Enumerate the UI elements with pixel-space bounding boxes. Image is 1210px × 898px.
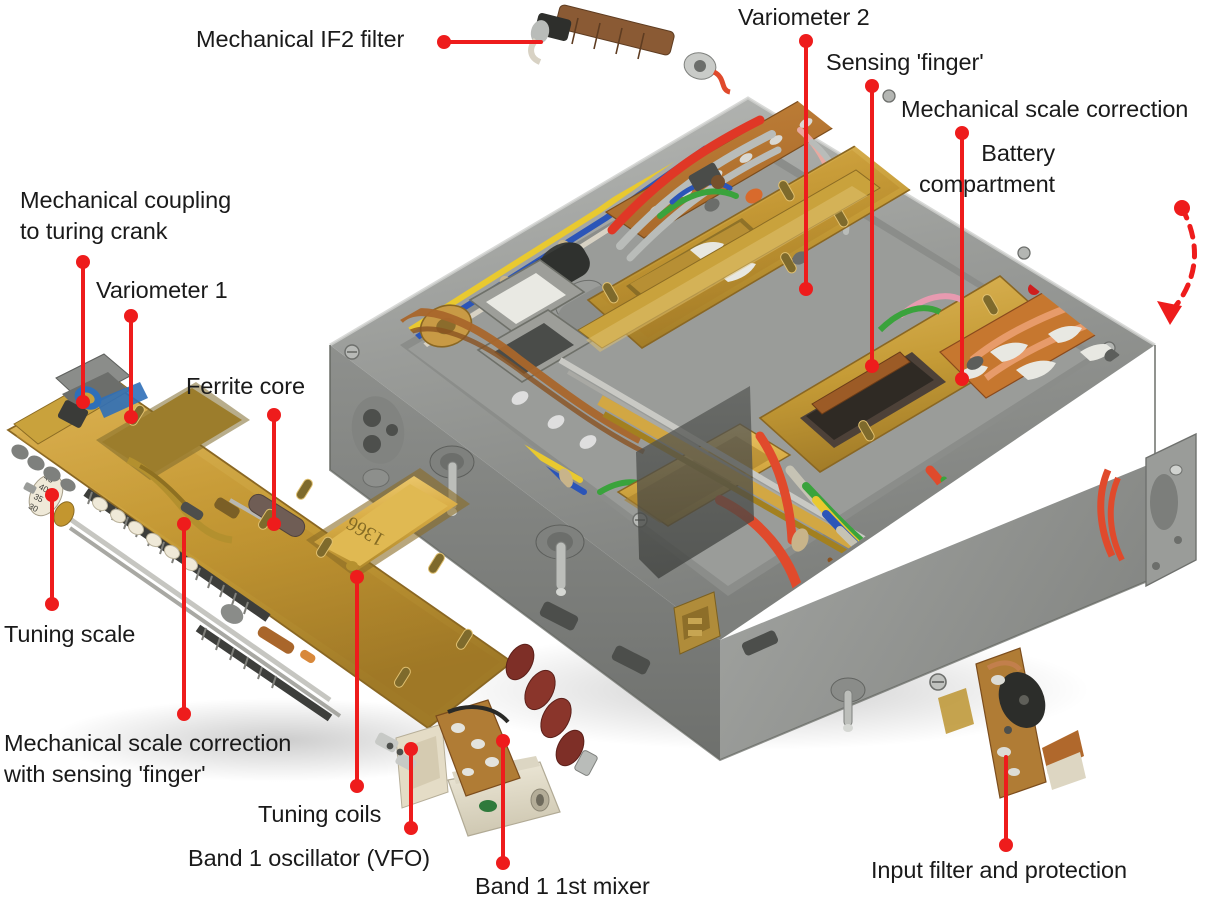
scale-correction-cam — [126, 456, 240, 544]
callout-label-mechanical-scale-correction-with-sensing-finger: Mechanical scale correction with sensing… — [4, 730, 292, 787]
callout-label-band-1-oscillator-vfo: Band 1 oscillator (VFO) — [188, 845, 430, 871]
band1-mixer-assembly — [375, 643, 598, 837]
svg-text:65: 65 — [1039, 485, 1053, 499]
brass-terminal-block — [673, 591, 721, 655]
chassis-front-face — [351, 396, 1197, 799]
counter-drum: 50 55 60 65 — [1019, 443, 1064, 499]
vfo-shadow — [50, 698, 510, 782]
svg-text:35: 35 — [32, 491, 45, 504]
callout-label-tuning-coils: Tuning coils — [258, 801, 382, 827]
right-end-plate — [1145, 432, 1197, 588]
callout-label-battery-compartment: Battery compartment — [918, 140, 1055, 197]
band1-vfo-module: 1366 — [6, 353, 598, 837]
callout-label-tuning-scale: Tuning scale — [4, 621, 136, 647]
callout-label-mechanical-if2-filter: Mechanical IF2 filter — [196, 26, 405, 52]
control-shaft-2 — [535, 524, 585, 596]
tubular-capacitors — [505, 643, 598, 776]
callout-label-mechanical-scale-correction: Mechanical scale correction — [901, 96, 1189, 122]
callout-label-input-filter-and-protection: Input filter and protection — [871, 857, 1127, 883]
svg-text:50: 50 — [1019, 448, 1033, 462]
lower-leadscrew — [195, 604, 333, 722]
tuning-coil-can: 1366 — [306, 468, 470, 578]
svg-text:55: 55 — [1026, 460, 1040, 474]
control-shaft-3 — [830, 677, 866, 732]
input-filter-board — [975, 647, 1086, 799]
callout-label-ferrite-core: Ferrite core — [186, 373, 305, 399]
mechanical-if2-filter-part — [528, 4, 731, 95]
edge-grommets — [11, 444, 76, 492]
callout-label-mechanical-coupling-to-tuning-crank: Mechanical coupling to turing crank — [20, 187, 232, 244]
callout-label-band-1-1st-mixer: Band 1 1st mixer — [475, 873, 650, 898]
svg-text:60: 60 — [1032, 473, 1046, 487]
callout-label-variometer-1: Variometer 1 — [96, 277, 228, 303]
callout-label-sensing-finger: Sensing 'finger' — [826, 49, 984, 75]
leadscrew-assembly — [58, 488, 342, 718]
variometer-2-module: 2035 43 — [577, 95, 948, 352]
callout-label-variometer-2: Variometer 2 — [738, 4, 870, 30]
svg-text:30: 30 — [27, 501, 40, 514]
